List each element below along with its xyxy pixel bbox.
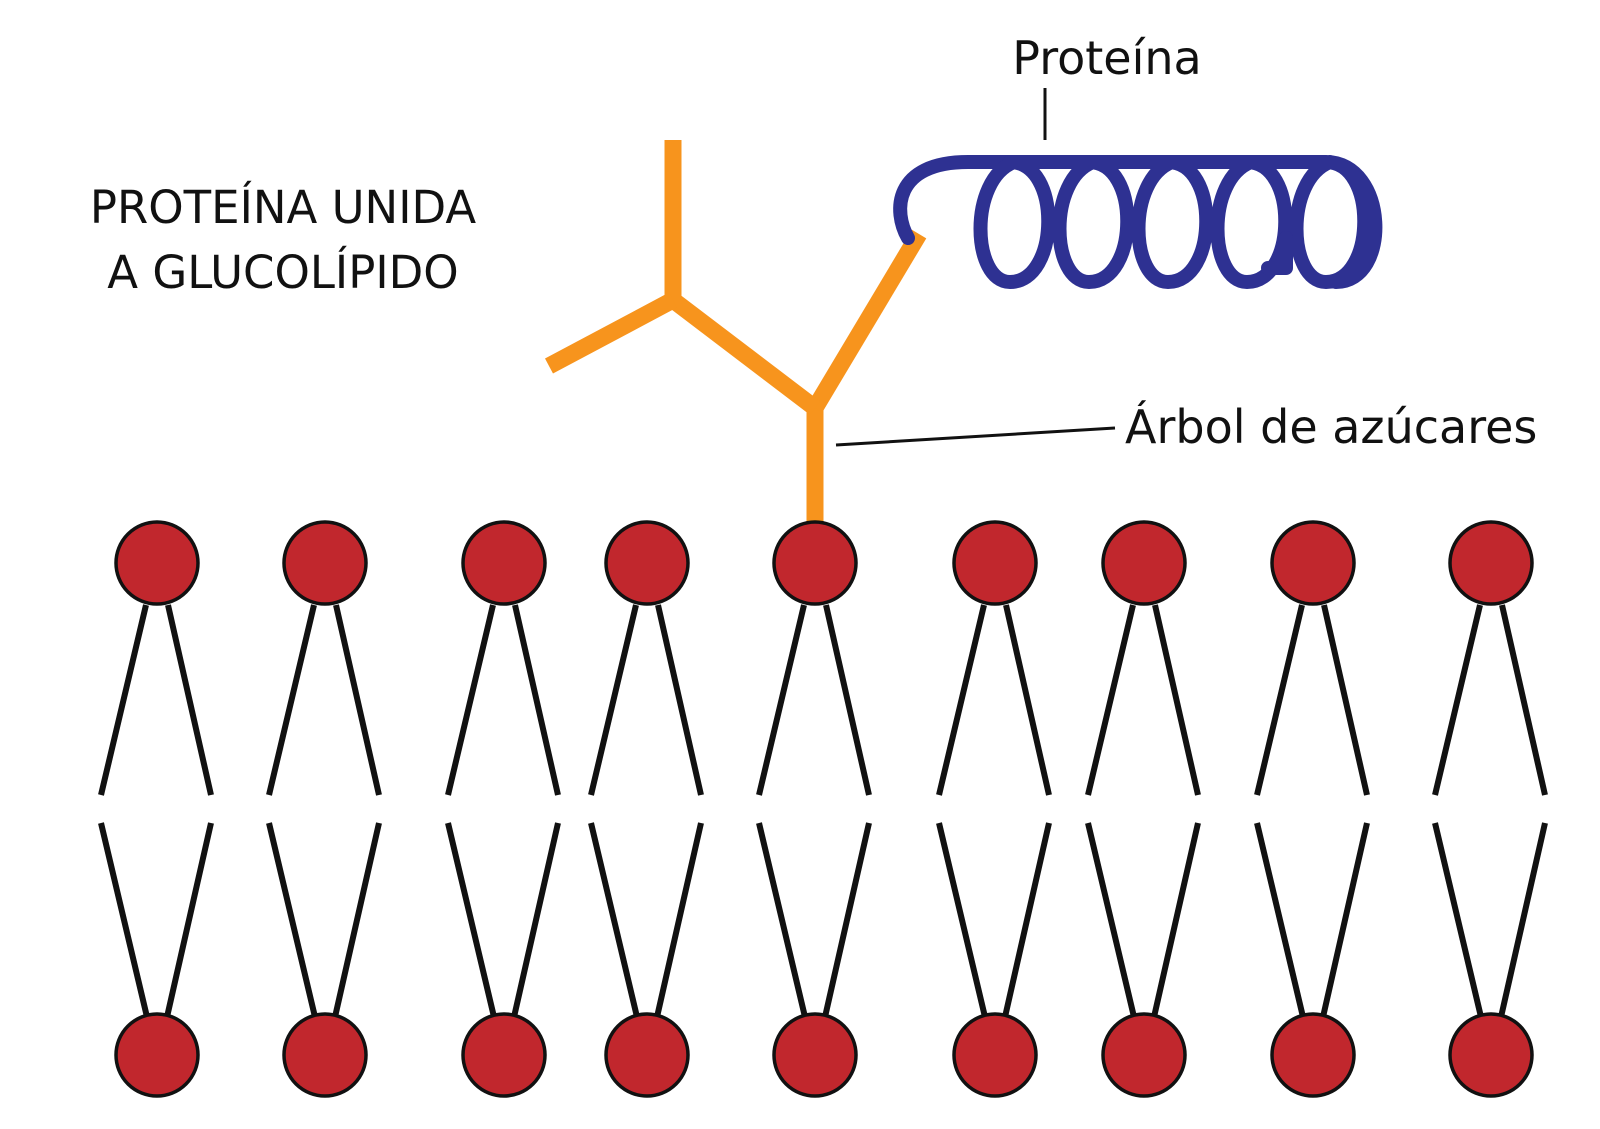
lipid-tail-bottom-9-a [1432, 822, 1484, 1018]
lipid-tail-top-6-a [936, 604, 987, 796]
sugar-tree-label: Árbol de azúcares [1125, 400, 1537, 454]
lipid-tail-bottom-8-a [1254, 822, 1306, 1018]
protein-helix-coils [973, 155, 1383, 289]
lipid-tail-bottom-4-b [654, 822, 704, 1018]
lipid-head-bottom-9 [1448, 1012, 1534, 1098]
lipid-tail-bottom-4-a [588, 822, 640, 1018]
lipid-head-bottom-3 [461, 1012, 547, 1098]
lipid-head-bottom-4 [604, 1012, 690, 1098]
lipid-tail-top-8-a [1254, 604, 1305, 796]
lipid-tail-top-5-a [756, 604, 807, 796]
protein-helix-end-hook [1261, 231, 1293, 275]
lipid-tail-top-9-b [1499, 604, 1548, 796]
sugar-tree [545, 140, 927, 523]
lipid-tail-top-6-b [1003, 604, 1052, 796]
lipid-tail-bottom-3-a [445, 822, 497, 1018]
title-line-2: A GLUCOLÍPIDO [107, 246, 458, 299]
lipid-head-bottom-5 [772, 1012, 858, 1098]
lipid-head-bottom-1 [114, 1012, 200, 1098]
lipid-tail-bottom-7-b [1151, 822, 1201, 1018]
lipid-tail-bottom-5-a [756, 822, 808, 1018]
lipid-tail-top-7-a [1085, 604, 1136, 796]
lipid-tail-bottom-1-a [98, 822, 150, 1018]
lipid-tail-top-8-b [1321, 604, 1370, 796]
lipid-tail-top-3-a [445, 604, 496, 796]
lipid-tail-top-2-a [266, 604, 317, 796]
lipid-head-top-8 [1270, 520, 1356, 606]
lipid-head-bottom-7 [1101, 1012, 1187, 1098]
lipid-tail-bottom-6-a [936, 822, 988, 1018]
lipid-tail-top-3-b [512, 604, 561, 796]
lipid-head-bottom-2 [282, 1012, 368, 1098]
lipid-head-top-5 [772, 520, 858, 606]
lipid-tail-top-1-b [165, 604, 214, 796]
title-line-1: PROTEÍNA UNIDA [90, 181, 476, 234]
lipid-tail-top-9-a [1432, 604, 1483, 796]
lipid-tail-bottom-7-a [1085, 822, 1137, 1018]
lipid-head-top-3 [461, 520, 547, 606]
lipid-tail-bottom-3-b [511, 822, 561, 1018]
lipid-head-top-9 [1448, 520, 1534, 606]
lipid-tail-top-1-a [98, 604, 149, 796]
lipid-tail-top-4-a [588, 604, 639, 796]
lipid-tail-bottom-2-a [266, 822, 318, 1018]
lipid-head-bottom-8 [1270, 1012, 1356, 1098]
lipid-tail-bottom-6-b [1002, 822, 1052, 1018]
lipid-tail-top-7-b [1152, 604, 1201, 796]
lipid-tail-bottom-1-b [164, 822, 214, 1018]
lipid-head-top-6 [952, 520, 1038, 606]
lipid-tail-bottom-9-b [1498, 822, 1548, 1018]
protein-helix [893, 155, 1383, 289]
lipid-tail-bottom-5-b [822, 822, 872, 1018]
lipid-head-top-4 [604, 520, 690, 606]
lipid-tail-bottom-2-b [332, 822, 382, 1018]
lipid-head-top-7 [1101, 520, 1187, 606]
sugar-tree-leader-line [835, 426, 1116, 447]
lipid-tail-bottom-8-b [1320, 822, 1370, 1018]
lipid-head-top-1 [114, 520, 200, 606]
lipid-head-top-2 [282, 520, 368, 606]
lipid-bilayer [98, 520, 1548, 1098]
protein-label: Proteína [1012, 31, 1201, 85]
lipid-head-bottom-6 [952, 1012, 1038, 1098]
lipid-tail-top-4-b [655, 604, 704, 796]
lipid-tail-top-2-b [333, 604, 382, 796]
lipid-tail-top-5-b [823, 604, 872, 796]
